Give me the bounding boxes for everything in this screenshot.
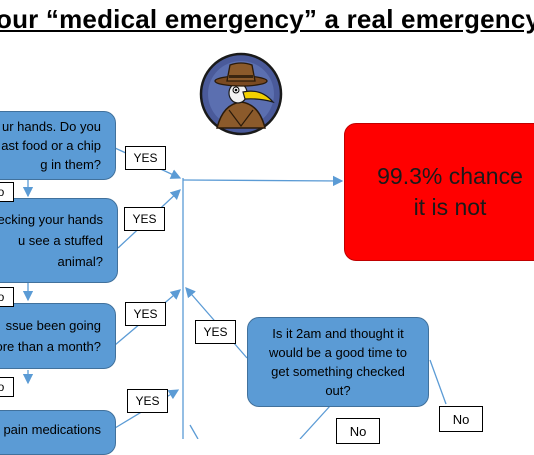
no-label-1: o [0, 182, 14, 202]
yes-label-5: YES [195, 320, 236, 344]
yes-label-3: YES [125, 302, 166, 326]
question-box-3: ssue been going ore than a month? [0, 303, 116, 369]
question-box-4: pain medications [0, 410, 116, 455]
no-label-3: o [0, 377, 14, 397]
yes-label-4: YES [127, 389, 168, 413]
yes-label-2: YES [124, 207, 165, 231]
no-label-bottom: No [336, 418, 380, 444]
question-box-1: ur hands. Do you ast food or a chip g in… [0, 111, 116, 180]
no-label-2: o [0, 287, 14, 307]
question-box-5: Is it 2am and thought it would be a good… [247, 317, 429, 407]
no-label-right: No [439, 406, 483, 432]
result-box: 99.3% chance it is not [344, 123, 534, 261]
question-box-2: ecking your hands u see a stuffed animal… [0, 198, 118, 283]
page-title: our “medical emergency” a real emergency… [0, 4, 534, 34]
yes-label-1: YES [125, 146, 166, 170]
plague-doctor-icon [199, 52, 283, 136]
